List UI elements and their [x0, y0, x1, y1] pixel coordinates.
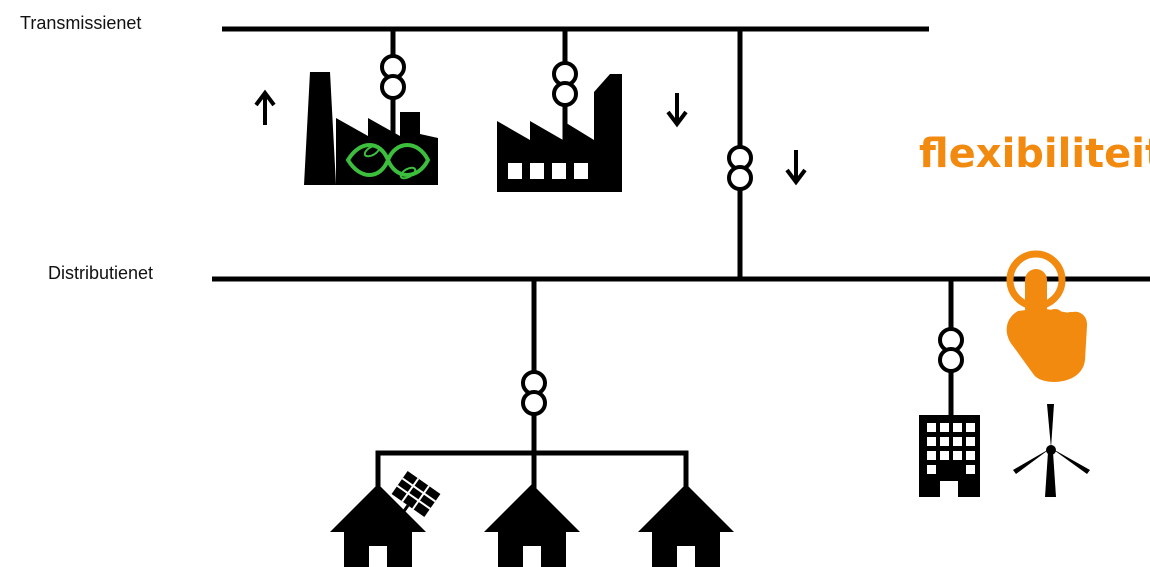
- touch-hand-icon: [1006, 250, 1088, 382]
- transmission-grid-label: Transmissienet: [20, 13, 142, 33]
- transformer-icon: [727, 145, 753, 191]
- factory-icon: [497, 74, 622, 192]
- transformer-icon: [380, 54, 406, 100]
- residential-branch-line: [375, 450, 689, 500]
- solar-panel-icon: [391, 471, 441, 517]
- arrow-up-icon: [254, 89, 276, 125]
- flexibility-label: flexibiliteit: [919, 131, 1150, 177]
- office-building-icon: [919, 415, 980, 497]
- distribution-grid-label: Distributienet: [48, 263, 154, 283]
- arrow-down-icon: [785, 150, 807, 186]
- transformer-icon: [521, 370, 547, 416]
- house-icon: [484, 484, 580, 567]
- arrow-down-icon: [666, 93, 688, 128]
- transformer-icon: [938, 327, 964, 373]
- transformer-icon: [552, 61, 578, 107]
- green-factory-icon: [304, 72, 438, 185]
- wind-turbine-icon: [1013, 404, 1090, 497]
- house-icon: [638, 484, 734, 567]
